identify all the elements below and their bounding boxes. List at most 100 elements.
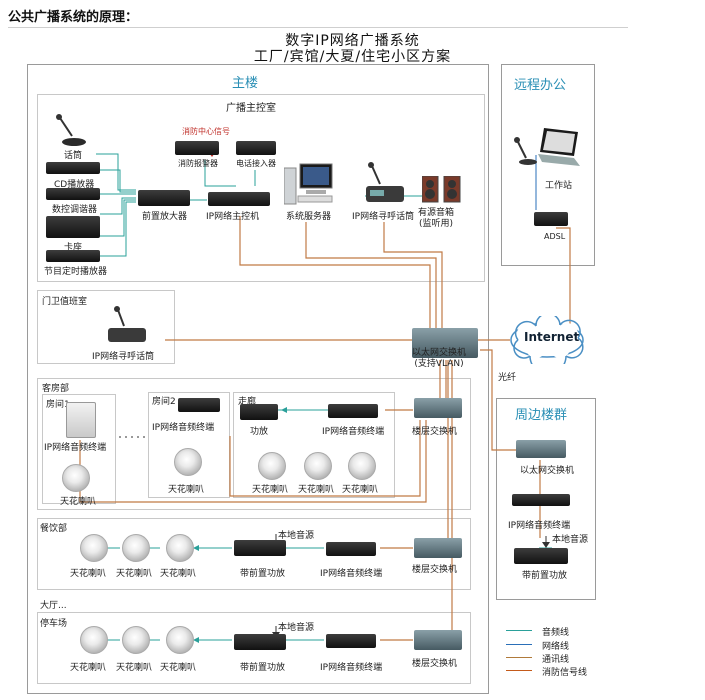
remote-office-title: 远程办公 [514,78,567,93]
restaurant-floor-switch-device [414,538,462,558]
restaurant-local-source-label: 本地音源 [278,531,315,541]
fire-signal-label: 消防中心信号 [182,127,230,136]
legend-comm-label: 通讯线 [542,655,570,665]
main-switch-label: 以太网交换机 (支持VLAN) [412,348,467,369]
restaurant-terminal-label: IP网络音频终端 [320,569,383,579]
guest-floor-switch-device [414,398,462,418]
legend-fire-label: 消防信号线 [542,668,588,678]
fire-alarm-label: 消防报警器 [178,159,218,168]
room1-terminal-label: IP网络音频终端 [44,443,107,453]
legend-audio-swatch [506,630,532,631]
nearby-amp-label: 带前置功放 [522,571,568,581]
nearby-buildings-title: 周边楼群 [515,408,568,423]
pre-amp-device [138,190,190,206]
room2-speaker-label: 天花喇叭 [168,485,205,495]
restaurant-floor-switch-label: 楼层交换机 [412,565,458,575]
restaurant-amp-device [234,540,286,556]
corridor-amp-label: 功放 [250,427,269,437]
microphone-icon [56,114,86,146]
paging-station-icon [366,162,404,202]
cd-player-device [46,162,100,174]
legend-audio-label: 音频线 [542,628,570,638]
restaurant-speaker-label-3: 天花喇叭 [160,569,197,579]
guard-paging-icon [108,306,146,342]
laptop-icon [514,128,580,166]
room1-ceiling-speaker [62,464,90,492]
tuner-device [46,188,100,200]
timer-label: 节目定时播放器 [44,267,108,277]
restaurant-speaker-3 [166,534,194,562]
pre-amp-label: 前置放大器 [142,212,188,222]
guard-paging-label: IP网络寻呼话筒 [92,352,155,362]
nearby-terminal-label: IP网络音频终端 [508,521,571,531]
fiber-label: 光纤 [498,373,517,383]
remote-office-panel [501,64,595,266]
main-building-title: 主楼 [232,76,259,91]
parking-speaker-label-3: 天花喇叭 [160,663,197,673]
legend-fire-swatch [506,670,532,671]
room1-title: 房间1 [46,400,70,410]
control-room-title: 广播主控室 [226,103,276,114]
control-room-panel [37,94,485,282]
legend-network-label: 网络线 [542,642,570,652]
active-speaker-icon [422,176,461,203]
ip-host-device [208,192,270,206]
adsl-label: ADSL [544,232,566,241]
restaurant-amp-label: 带前置功放 [240,569,286,579]
room2-ceiling-speaker [174,448,202,476]
legend-network-swatch [506,644,532,645]
parking-floor-switch-label: 楼层交换机 [412,659,458,669]
phone-interface-device [236,141,276,155]
phone-interface-label: 电话接入器 [236,159,276,168]
parking-speaker-3 [166,626,194,654]
deck-device [46,216,100,238]
restaurant-speaker-1 [80,534,108,562]
internet-cloud-icon [510,316,584,364]
parking-speaker-1 [80,626,108,654]
parking-amp-label: 带前置功放 [240,663,286,673]
parking-speaker-2 [122,626,150,654]
adsl-device [534,212,568,226]
internet-label: Internet [524,330,580,344]
parking-terminal-label: IP网络音频终端 [320,663,383,673]
parking-amp-device [234,634,286,650]
corridor-speaker-label-3: 天花喇叭 [342,485,379,495]
parking-speaker-label-1: 天花喇叭 [70,663,107,673]
corridor-amp-device [240,404,278,420]
mic-label: 话筒 [64,151,83,161]
parking-title: 停车场 [40,619,68,629]
guard-room-panel [37,290,175,364]
guard-room-title: 门卫值班室 [42,297,88,307]
corridor-title: 走廊 [238,397,257,407]
restaurant-title: 餐饮部 [40,524,68,534]
restaurant-speaker-2 [122,534,150,562]
corridor-speaker-3 [348,452,376,480]
tuner-label: 数控调谐器 [52,205,98,215]
nearby-terminal-device [512,494,570,506]
timer-device [46,250,100,262]
nearby-local-source-label: 本地音源 [552,535,589,545]
corridor-terminal-device [328,404,378,418]
diagram-subtitle: 工厂/宾馆/大夏/住宅小区方案 [253,49,452,65]
nearby-switch-label: 以太网交换机 [520,466,575,476]
server-icon [284,163,333,205]
room2-title: 房间2 [152,397,176,407]
parking-floor-switch-device [414,630,462,650]
nearby-switch-device [516,440,566,458]
parking-terminal-device [326,634,376,648]
room2-terminal-label: IP网络音频终端 [152,423,215,433]
corridor-speaker-2 [304,452,332,480]
cd-player-label: CD播放器 [54,180,95,190]
server-label: 系统服务器 [286,212,332,222]
diagram-title: 数字IP网络广播系统 [285,33,420,49]
legend-comm-swatch [506,657,532,658]
nearby-amp-device [514,548,568,564]
guest-room-title: 客房部 [42,384,70,394]
main-switch-device [412,328,478,358]
restaurant-terminal-device [326,542,376,556]
restaurant-speaker-label-1: 天花喇叭 [70,569,107,579]
restaurant-speaker-label-2: 天花喇叭 [116,569,153,579]
guest-floor-switch-label: 楼层交换机 [412,427,458,437]
corridor-speaker-label-1: 天花喇叭 [252,485,289,495]
parking-speaker-label-2: 天花喇叭 [116,663,153,673]
